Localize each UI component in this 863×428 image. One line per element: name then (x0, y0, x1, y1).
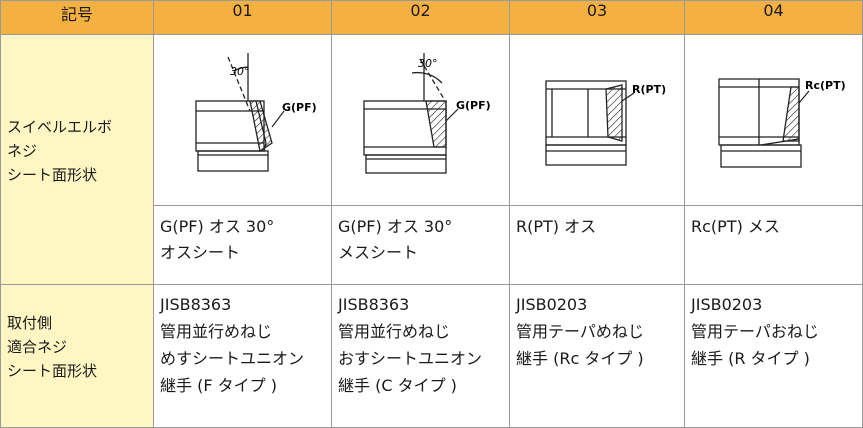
drawing-01: 30° G(PF) (153, 34, 332, 206)
jis-02: JISB8363 管用並行めねじ おすシートユニオン 継手 (C タイプ ) (331, 284, 510, 428)
desc-04: Rc(PT) メス (684, 205, 863, 285)
svg-text:G(PF): G(PF) (282, 101, 317, 114)
male-30-male-seat-drawing: 30° G(PF) (194, 53, 317, 172)
header-label: 記号 (0, 0, 154, 35)
desc-02: G(PF) オス 30° メスシート (331, 205, 510, 285)
mount-thread-row: 取付側 適合ネジ シート面形状 JISB8363 管用並行めねじ めすシートユニ… (0, 284, 863, 428)
drawing-04: Rc(PT) (684, 34, 863, 206)
svg-text:30°: 30° (230, 65, 250, 78)
male-30-female-seat-drawing: 30° G(PF) (362, 53, 491, 174)
header-col-02: 02 (331, 0, 510, 35)
header-row: 記号 01 02 03 04 (0, 0, 863, 35)
desc-01: G(PF) オス 30° オスシート (153, 205, 332, 285)
drawing-02: 30° G(PF) (331, 34, 510, 206)
shape-drawing-row: スイベルエルボ ネジ シート面形状 (0, 34, 863, 285)
taper-female-drawing: Rc(PT) (717, 78, 846, 168)
svg-text:Rc(PT): Rc(PT) (805, 79, 846, 92)
svg-text:30°: 30° (418, 57, 438, 70)
jis-01: JISB8363 管用並行めねじ めすシートユニオン 継手 (F タイプ ) (153, 284, 332, 428)
svg-text:G(PF): G(PF) (456, 99, 491, 112)
header-col-03: 03 (509, 0, 685, 35)
description-row: G(PF) オス 30° オスシート G(PF) オス 30° メスシート R(… (1, 205, 863, 285)
desc-03: R(PT) オス (509, 205, 685, 285)
drawing-03: R(PT) (509, 34, 685, 206)
jis-04: JISB0203 管用テーパおねじ 継手 (R タイプ ) (684, 284, 863, 428)
jis-03: JISB0203 管用テーパめねじ 継手 (Rc タイプ ) (509, 284, 685, 428)
svg-text:R(PT): R(PT) (632, 83, 666, 96)
mount-row-label: 取付側 適合ネジ シート面形状 (0, 284, 154, 428)
header-col-01: 01 (153, 0, 332, 35)
shape-row-label: スイベルエルボ ネジ シート面形状 (0, 34, 154, 285)
header-col-04: 04 (684, 0, 863, 35)
taper-male-drawing: R(PT) (545, 80, 666, 166)
